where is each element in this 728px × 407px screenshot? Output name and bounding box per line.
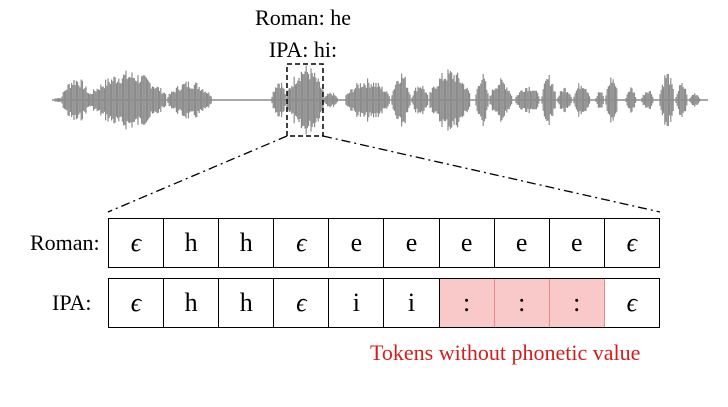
token-cell: h — [164, 279, 220, 327]
token-cell: h — [164, 219, 220, 267]
token-cell: ϵ — [274, 219, 330, 267]
zoom-line-left — [107, 135, 288, 213]
token-cell: ϵ — [626, 228, 638, 257]
token-cell: e — [384, 219, 440, 267]
token-cell: i — [329, 279, 385, 327]
token-cell: ϵ — [274, 279, 330, 327]
token-cell: e — [550, 219, 605, 267]
token-cell: h — [219, 279, 275, 327]
token-cell: e — [440, 219, 495, 267]
token-cell: e — [495, 219, 550, 267]
token-cell: h — [219, 219, 275, 267]
segment-ipa-label: IPA: hi: — [268, 37, 338, 62]
segment-roman-label: Roman: he — [255, 5, 351, 30]
token-cell: ϵ — [109, 219, 165, 267]
row-label-ipa: IPA: — [52, 290, 92, 315]
waveform — [52, 65, 708, 135]
token-cell-no-value: : — [439, 279, 495, 327]
token-cell-no-value: : — [494, 279, 550, 327]
zoom-line-right — [322, 135, 661, 213]
token-cell: ϵ — [109, 279, 165, 327]
token-cell-no-value: : — [549, 279, 605, 327]
token-cell: ϵ — [626, 288, 638, 317]
token-cell: i — [384, 279, 440, 327]
row-label-roman: Roman: — [30, 230, 100, 255]
token-cell: e — [329, 219, 385, 267]
no-phonetic-value-note: Tokens without phonetic value — [370, 340, 641, 365]
selected-segment-box — [286, 63, 324, 137]
